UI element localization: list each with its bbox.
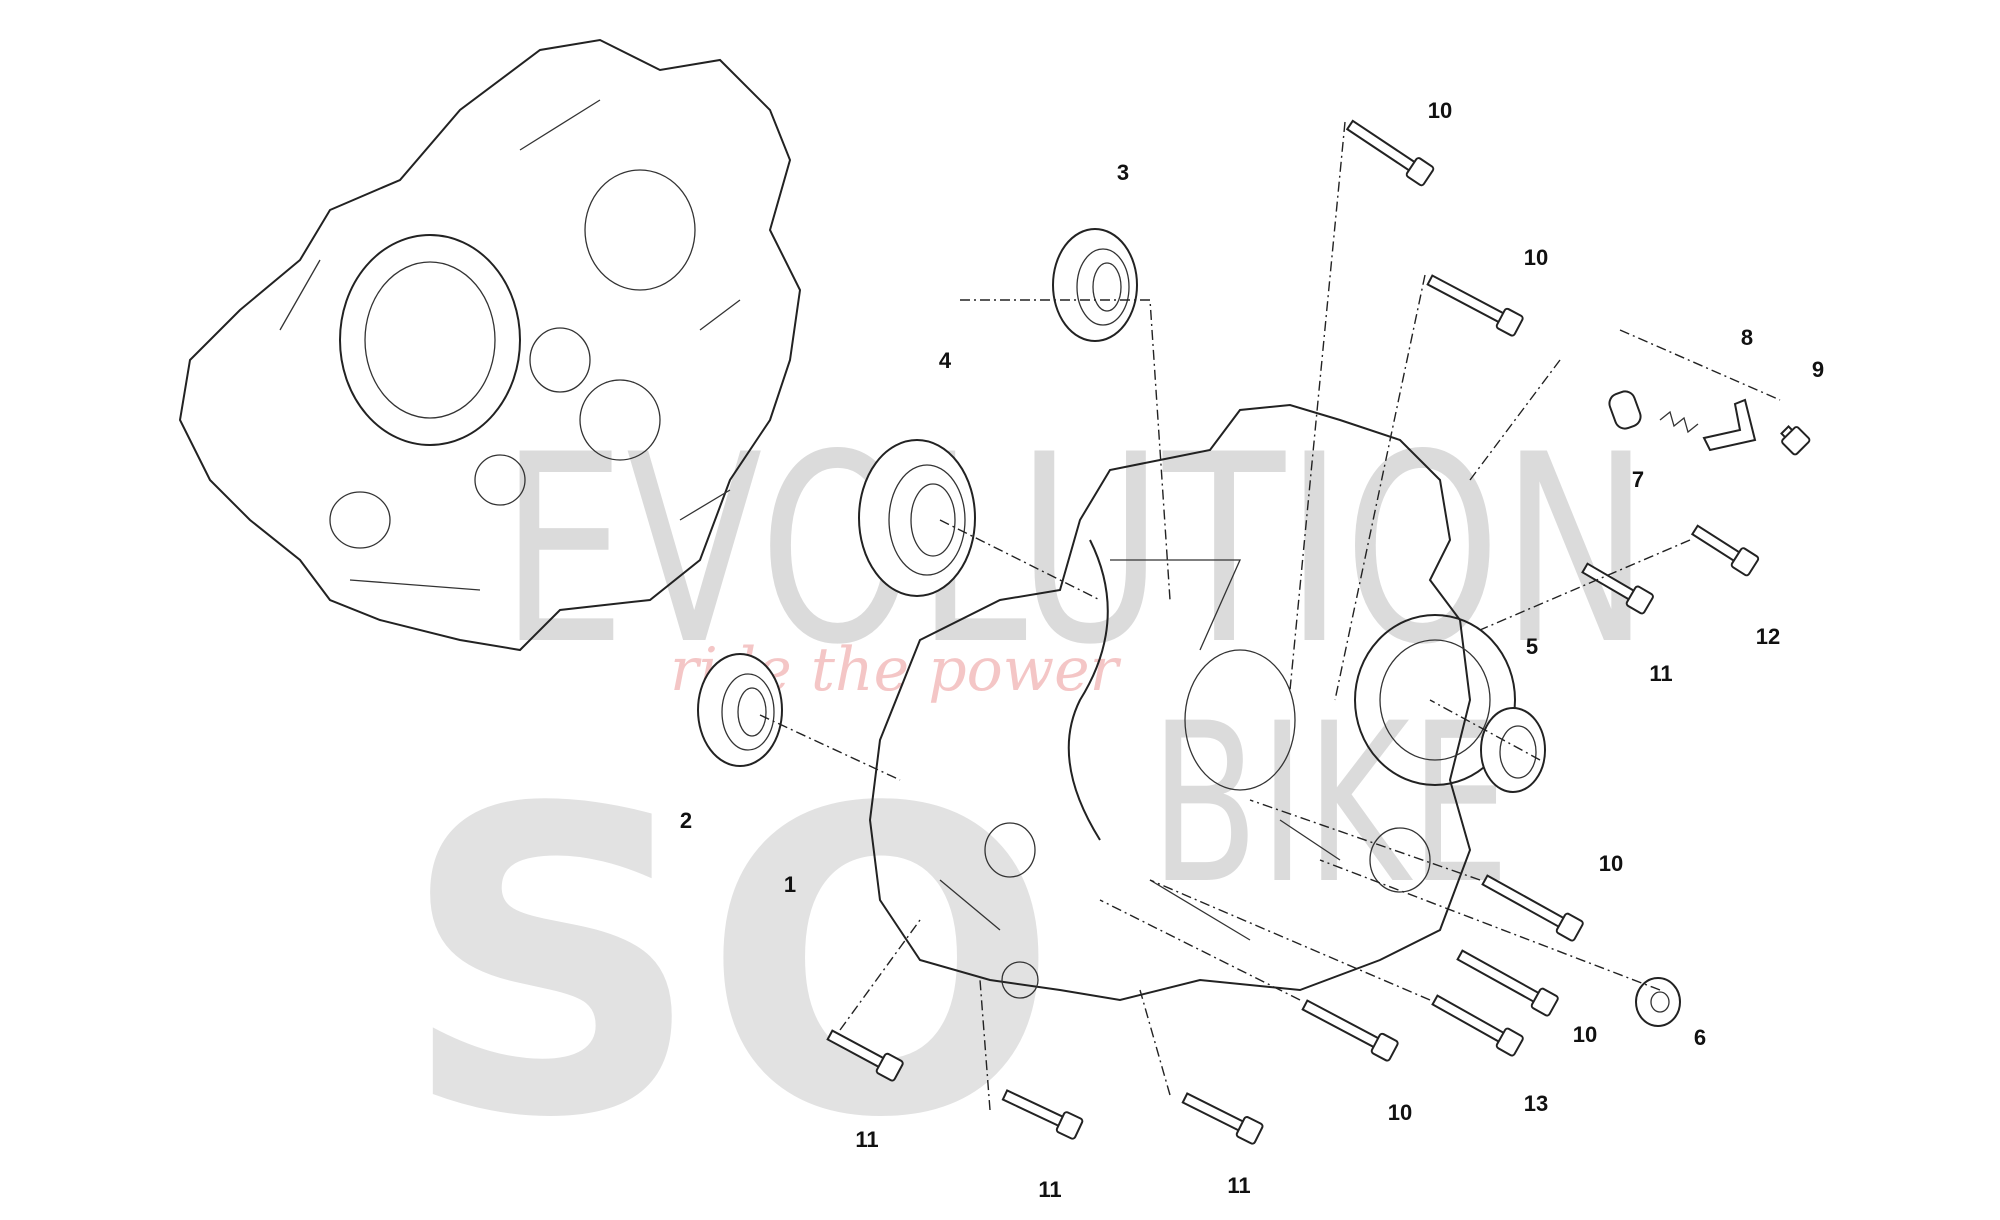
callout-labels: 10 3 10 8 9 4 7 12 11 5 2 1 10 10 6 10 13 11 11 11 xyxy=(680,98,1824,1202)
callout-5: 5 xyxy=(1526,634,1538,659)
leader-line xyxy=(1469,359,1561,481)
leader-line xyxy=(1099,899,1301,1001)
bolt xyxy=(1481,874,1584,942)
callout-3: 3 xyxy=(1117,160,1129,185)
leader-line xyxy=(1289,121,1346,691)
bearing-2 xyxy=(697,653,783,767)
callout-6: 6 xyxy=(1694,1025,1706,1050)
leader-line xyxy=(1429,699,1541,761)
bolt xyxy=(1431,994,1524,1057)
leader-line xyxy=(839,919,921,1031)
leader-lines xyxy=(759,121,1781,1111)
leader-line xyxy=(759,714,901,781)
callout-9: 9 xyxy=(1812,357,1824,382)
callout-10: 10 xyxy=(1428,98,1452,123)
leader-line xyxy=(1619,329,1781,401)
callout-1: 1 xyxy=(784,872,796,897)
bearing-3 xyxy=(1052,228,1138,342)
callout-11: 11 xyxy=(1038,1177,1061,1202)
bolt xyxy=(1426,274,1524,337)
callout-2: 2 xyxy=(680,808,692,833)
bolt xyxy=(1690,524,1760,577)
callout-11: 11 xyxy=(1649,661,1672,686)
callout-8: 8 xyxy=(1741,325,1753,350)
callout-10: 10 xyxy=(1573,1022,1597,1047)
callout-10: 10 xyxy=(1524,245,1548,270)
bearing-4 xyxy=(858,439,976,597)
leader-line xyxy=(1319,859,1661,991)
bolt xyxy=(1780,425,1811,456)
callout-10: 10 xyxy=(1388,1100,1412,1125)
leader-line xyxy=(1479,539,1691,631)
callout-13: 13 xyxy=(1524,1091,1548,1116)
watermark: EVOLUTION BIKE ride the power SO xyxy=(400,400,1650,1210)
bolt xyxy=(1345,119,1435,187)
right-crankcase-half xyxy=(868,403,1516,1002)
watermark-stamp: SO xyxy=(400,721,1060,1210)
leader-line xyxy=(1249,799,1481,881)
callout-11: 11 xyxy=(855,1127,878,1152)
bolt xyxy=(826,1029,904,1082)
bolt xyxy=(1301,999,1399,1062)
pin-7 xyxy=(1608,390,1699,434)
bolt xyxy=(1001,1089,1084,1140)
leader-line xyxy=(1334,274,1426,701)
seal-5 xyxy=(1480,707,1546,793)
leader-line xyxy=(939,519,1101,601)
callout-11: 11 xyxy=(1227,1173,1250,1198)
callout-4: 4 xyxy=(939,348,952,373)
leader-line xyxy=(960,299,1171,601)
leader-line xyxy=(979,979,991,1111)
bolt xyxy=(1181,1092,1264,1145)
leader-line xyxy=(1139,989,1171,1096)
bolt xyxy=(1581,562,1654,615)
callout-7: 7 xyxy=(1632,467,1644,492)
bracket-8 xyxy=(1702,398,1757,452)
callout-12: 12 xyxy=(1756,624,1780,649)
left-crankcase-half xyxy=(178,38,802,652)
bolts xyxy=(826,119,1811,1145)
watermark-brand-line1: EVOLUTION xyxy=(500,400,1650,702)
callout-10: 10 xyxy=(1599,851,1623,876)
washer-6 xyxy=(1635,977,1681,1027)
bolt xyxy=(1456,949,1559,1017)
bearings xyxy=(697,228,1757,1027)
watermark-brand-line2: BIKE xyxy=(1150,676,1510,932)
